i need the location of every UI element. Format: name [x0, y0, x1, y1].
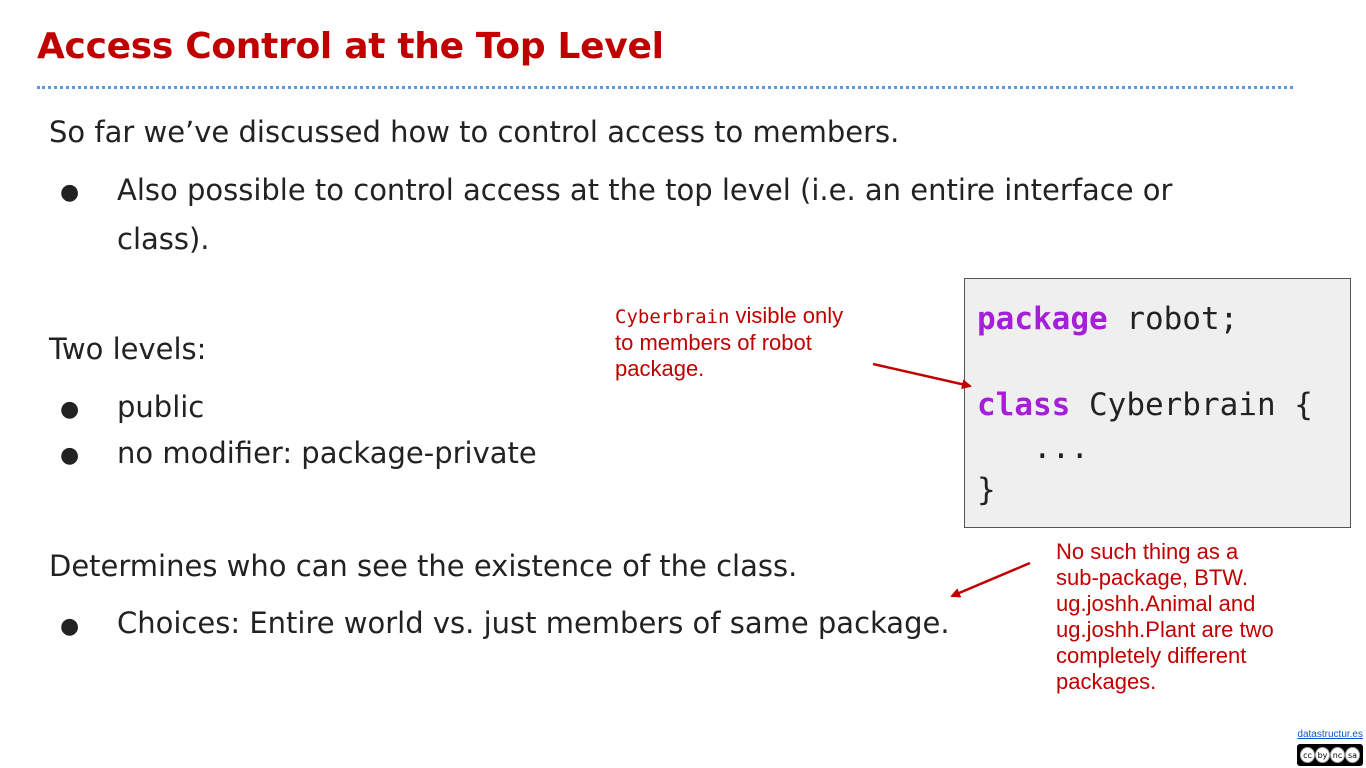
title-divider [37, 86, 1293, 89]
code-line-class: class Cyberbrain { [977, 387, 1313, 423]
code-keyword-package: package [977, 301, 1108, 337]
annotation-line2: to members of robot [615, 330, 812, 355]
level-package-private: no modifier: package-private [117, 436, 537, 470]
subpackage-annotation: No such thing as a sub-package, BTW. ug.… [1056, 539, 1274, 695]
determines-text: Determines who can see the existence of … [49, 549, 798, 583]
creative-commons-license-icon: cc by nc sa [1297, 744, 1363, 766]
sharealike-icon: sa [1345, 747, 1360, 763]
code-line-package: package robot; [977, 301, 1239, 337]
subpackage-line: ug.joshh.Animal and [1056, 591, 1256, 616]
intro-bullet-line2: class). [117, 222, 210, 256]
choices-text: Choices: Entire world vs. just members o… [117, 606, 950, 640]
code-block: package robot; class Cyberbrain { ... } [964, 278, 1351, 528]
code-keyword-class: class [977, 387, 1071, 423]
bullet-icon: ● [60, 614, 80, 639]
code-line-close: } [977, 472, 996, 508]
annotation-line1: visible only [729, 303, 844, 328]
subpackage-line: No such thing as a [1056, 539, 1239, 564]
cc-icon: cc [1300, 747, 1315, 763]
level-public: public [117, 390, 205, 424]
bullet-icon: ● [60, 397, 80, 422]
attribution-icon: by [1315, 747, 1330, 763]
bullet-icon: ● [60, 180, 80, 205]
bullet-icon: ● [60, 443, 80, 468]
levels-heading: Two levels: [49, 332, 207, 366]
annotation-code: Cyberbrain [615, 306, 730, 328]
code-line-body: ... [977, 430, 1089, 466]
visibility-annotation: Cyberbrain visible only to members of ro… [615, 303, 843, 382]
intro-bullet-line1: Also possible to control access at the t… [117, 173, 1173, 207]
subpackage-line: completely different [1056, 643, 1247, 668]
subpackage-line: ug.joshh.Plant are two [1056, 617, 1274, 642]
subpackage-line: packages. [1056, 669, 1157, 694]
slide-title: Access Control at the Top Level [37, 26, 664, 67]
intro-text: So far we’ve discussed how to control ac… [49, 115, 900, 149]
arrow-to-class [872, 362, 972, 390]
arrow-to-choices [950, 561, 1031, 598]
annotation-line3: package. [615, 356, 705, 381]
noncommercial-icon: nc [1330, 747, 1345, 763]
subpackage-line: sub-package, BTW. [1056, 565, 1248, 590]
datastructures-link[interactable]: datastructur.es [1297, 729, 1363, 740]
